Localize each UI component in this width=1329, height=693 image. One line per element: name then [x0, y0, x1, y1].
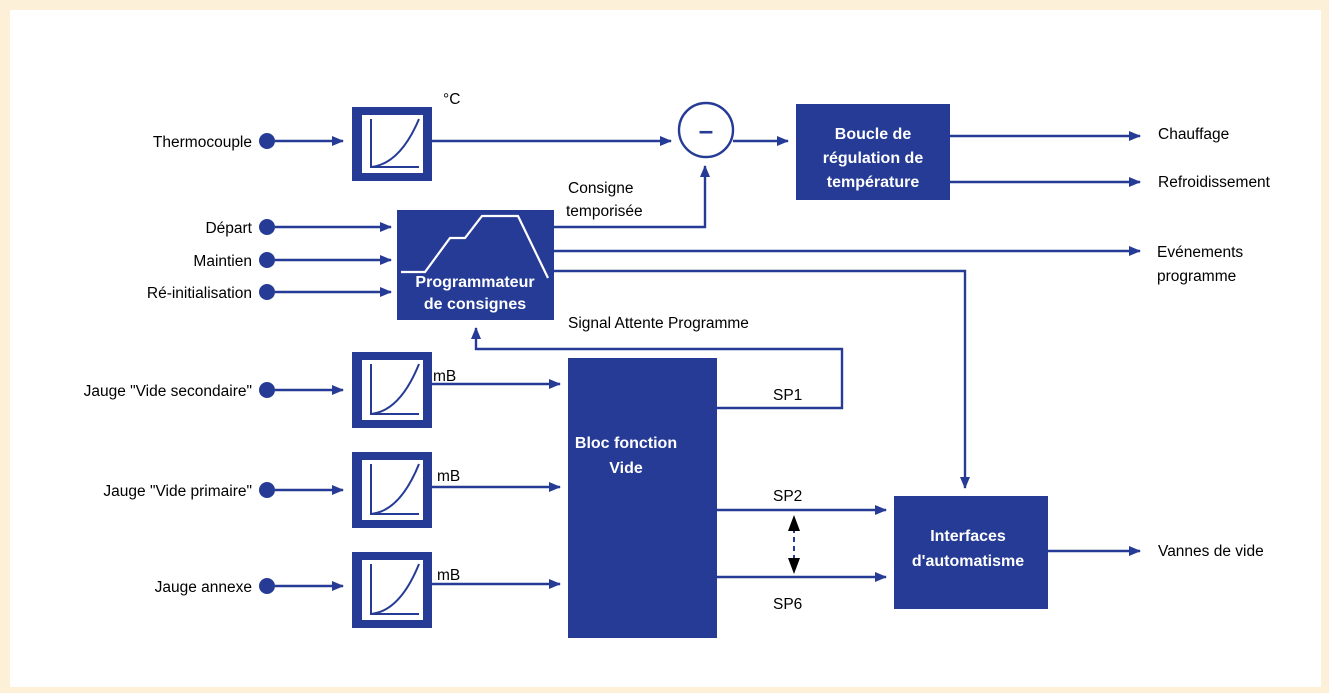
programmateur-block: [397, 210, 554, 320]
reinit-input-dot: [259, 284, 275, 300]
evenements-label-1: Evénements: [1157, 244, 1243, 261]
thermocouple-label: Thermocouple: [153, 134, 252, 151]
chauffage-label: Chauffage: [1158, 126, 1229, 143]
interfaces-line-2: d'automatisme: [912, 553, 1024, 570]
bloc-vide-block: [568, 358, 717, 638]
ramp-profile-icon: [401, 214, 549, 279]
jauge-secondaire-transducer-icon: [352, 352, 432, 428]
sp-range-double-arrow: [788, 515, 800, 574]
jauge-primaire-input-dot: [259, 482, 275, 498]
jauge-primaire-label: Jauge "Vide primaire": [103, 483, 252, 500]
programmateur-interfaces-wire: [554, 269, 970, 489]
sp2-label: SP2: [773, 488, 802, 505]
consigne-label-2: temporisée: [566, 203, 643, 220]
maintien-label: Maintien: [193, 253, 252, 270]
vannes-label: Vannes de vide: [1158, 543, 1264, 560]
mb-unit-label-3: mB: [437, 567, 460, 584]
evenements-label-2: programme: [1157, 268, 1236, 285]
jauge-secondaire-input-dot: [259, 382, 275, 398]
consigne-label-1: Consigne: [568, 180, 634, 197]
programmateur-line-1: Programmateur: [415, 274, 534, 291]
jauge-annexe-input-dot: [259, 578, 275, 594]
boucle-line-1: Boucle de: [835, 126, 912, 143]
refroidissement-label: Refroidissement: [1158, 174, 1271, 191]
maintien-input-dot: [259, 252, 275, 268]
subtractor-sign: –: [699, 115, 713, 145]
programmateur-line-2: de consignes: [424, 296, 526, 313]
jauge-annexe-transducer-icon: [352, 552, 432, 628]
thermocouple-input-dot: [259, 133, 275, 149]
jauge-secondaire-label: Jauge "Vide secondaire": [84, 383, 252, 400]
jauge-annexe-label: Jauge annexe: [155, 579, 252, 596]
sp6-label: SP6: [773, 596, 802, 613]
consigne-wire: [554, 165, 710, 229]
mb-unit-label-2: mB: [437, 468, 460, 485]
bloc-vide-line-1: Bloc fonction: [575, 435, 677, 452]
subtractor-node: [677, 101, 735, 159]
signal-attente-label: Signal Attente Programme: [568, 315, 749, 332]
boucle-line-2: régulation de: [823, 150, 924, 167]
celsius-unit-label: °C: [443, 91, 460, 108]
boucle-regulation-block: [796, 104, 950, 200]
depart-label: Départ: [205, 220, 252, 237]
sp1-label: SP1: [773, 387, 802, 404]
interfaces-line-1: Interfaces: [930, 528, 1006, 545]
mb-unit-label-1: mB: [433, 368, 456, 385]
reinit-label: Ré-initialisation: [147, 285, 252, 302]
interfaces-block: [894, 496, 1048, 609]
jauge-primaire-transducer-icon: [352, 452, 432, 528]
bloc-vide-line-2: Vide: [609, 460, 643, 477]
depart-input-dot: [259, 219, 275, 235]
sp1-feedback-wire: [471, 327, 844, 410]
boucle-line-3: température: [827, 174, 920, 191]
thermocouple-transducer-icon: [352, 107, 432, 181]
